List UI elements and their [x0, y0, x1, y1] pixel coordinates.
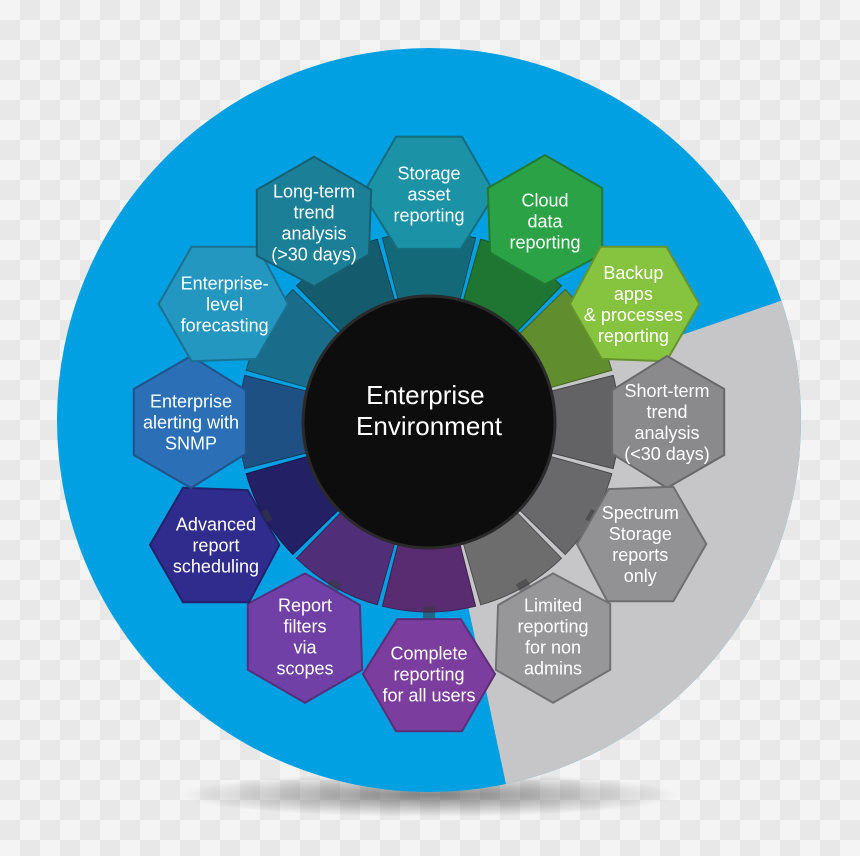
- segment-label-line: admins: [524, 659, 582, 679]
- center-label: Enterprise Environment: [356, 380, 503, 441]
- segment-label-line: Short-term: [624, 381, 709, 401]
- segment-label-line: scopes: [276, 659, 333, 679]
- segment-shape: [246, 572, 364, 704]
- segment-label-line: reporting: [598, 326, 669, 346]
- segment-label-line: Storage: [609, 524, 672, 544]
- segment-label-line: SNMP: [165, 433, 217, 453]
- segment-label-line: alerting with: [143, 412, 239, 432]
- segment-label-line: Backup: [603, 263, 663, 283]
- center-label-line-1: Enterprise: [366, 380, 485, 410]
- segment-label-line: via: [293, 638, 317, 658]
- segment-label-line: reporting: [517, 617, 588, 637]
- segment-label-line: Complete: [390, 643, 467, 663]
- segment-label-line: scheduling: [173, 556, 259, 576]
- segment-label-line: filters: [283, 617, 326, 637]
- segment-label-line: data: [527, 211, 563, 231]
- segment-label-line: & processes: [584, 305, 683, 325]
- segment-shape: [255, 155, 373, 288]
- segment-label-line: analysis: [281, 224, 346, 244]
- floor-shadow: [180, 773, 680, 817]
- segment-label-line: for non: [525, 638, 581, 658]
- segment-shape: [148, 486, 281, 604]
- segment-label-line: trend: [293, 203, 334, 223]
- segment-shape: [494, 572, 612, 704]
- segment-label-line: Spectrum: [602, 503, 679, 523]
- center-circle: [301, 294, 557, 550]
- segment-label-line: Enterprise: [150, 391, 232, 411]
- ring-wedge-enterprise-alerting-snmp: [238, 374, 308, 470]
- segment-shape: [361, 618, 497, 733]
- segment-label-line: trend: [646, 402, 687, 422]
- segment-label-line: analysis: [634, 423, 699, 443]
- segment-label-line: (>30 days): [271, 245, 357, 265]
- segment-label-line: reports: [612, 545, 668, 565]
- segment-label-line: Storage: [397, 163, 460, 183]
- segment-label-line: reporting: [393, 664, 464, 684]
- segment-label-line: Limited: [524, 596, 582, 616]
- segment-label-line: (<30 days): [624, 444, 710, 464]
- segment-label-line: report: [192, 535, 239, 555]
- segment-label-line: Long-term: [273, 182, 355, 202]
- segment-label-line: reporting: [509, 232, 580, 252]
- ring-wedge-complete-reporting: [381, 543, 477, 613]
- segment-label-line: only: [624, 566, 657, 586]
- segment-label-line: apps: [614, 284, 653, 304]
- segment-label-line: Enterprise-: [181, 273, 269, 293]
- segment-label-line: Report: [278, 596, 332, 616]
- center-label-line-2: Environment: [356, 411, 503, 441]
- inner-ring: [238, 231, 620, 613]
- segment-label-line: Advanced: [176, 514, 256, 534]
- segment-label-line: forecasting: [181, 315, 269, 335]
- segment-label-line: Cloud: [521, 190, 568, 210]
- segment-label-line: asset: [407, 184, 450, 204]
- ring-wedge-short-term-trend-analysis: [550, 374, 620, 470]
- segment-label-line: for all users: [382, 685, 475, 705]
- segment-label-line: reporting: [393, 205, 464, 225]
- segment-label-line: level: [206, 294, 243, 314]
